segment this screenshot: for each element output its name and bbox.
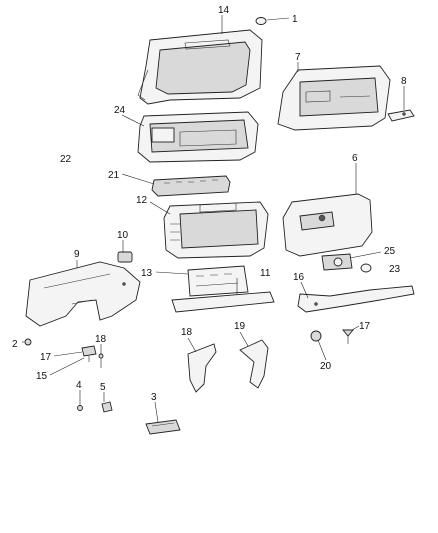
- part-5-clip: [101, 401, 113, 413]
- part-14-upper-bezel: [137, 29, 263, 105]
- part-13-switch-panel: [187, 265, 249, 297]
- part-10-switch: [117, 251, 133, 263]
- part-18-pin: [98, 353, 104, 368]
- callout-7: 7: [295, 52, 301, 63]
- callout-17-right: 17: [359, 321, 371, 332]
- callout-12: 12: [136, 195, 148, 206]
- part-17-pushpin-right: [342, 329, 354, 344]
- callout-1: 1: [292, 14, 298, 25]
- callout-25: 25: [384, 246, 396, 257]
- callout-8: 8: [401, 76, 407, 87]
- callout-10: 10: [117, 230, 129, 241]
- callout-24: 23: [389, 264, 401, 275]
- callout-6: 6: [352, 153, 358, 164]
- part-18-side-panel: [187, 343, 217, 393]
- callout-18-center: 18: [181, 327, 193, 338]
- callout-5: 5: [100, 382, 106, 393]
- part-25-bezel: [321, 253, 353, 271]
- callout-22: 22: [60, 154, 72, 165]
- part-7-glovebox-bin: [277, 65, 391, 131]
- callout-4: 4: [76, 380, 82, 391]
- part-21-switch-strip: [151, 175, 231, 197]
- part-19-side-panel: [239, 339, 269, 389]
- callout-23: 20: [320, 361, 332, 372]
- callout-20: 24: [114, 105, 126, 116]
- callout-18-left: 18: [95, 334, 107, 345]
- callout-2: 2: [12, 339, 18, 350]
- callout-labels: 14 1 7 8 24 6 22 21 12 10 25 9 23 13 11 …: [12, 5, 407, 403]
- callout-16: 16: [293, 272, 305, 283]
- part-4-screw: [77, 405, 83, 411]
- callout-15: 15: [36, 371, 48, 382]
- callout-17-left: 17: [40, 352, 52, 363]
- part-16-lower-trim: [297, 285, 415, 313]
- part-6-glovebox-door: [282, 193, 373, 257]
- callout-13: 13: [141, 268, 153, 279]
- part-24-knob: [360, 263, 372, 273]
- part-3-bracket: [145, 419, 181, 435]
- part-9-lower-panel: [25, 261, 141, 327]
- part-2-screw: [24, 338, 32, 346]
- part-15-connector: [81, 345, 97, 362]
- callout-14: 14: [218, 5, 230, 16]
- callout-9: 9: [74, 249, 80, 260]
- callout-19: 19: [234, 321, 246, 332]
- part-8-bracket: [387, 109, 415, 122]
- callout-3: 3: [151, 392, 157, 403]
- leader-lines: [22, 15, 405, 423]
- callout-11: 11: [260, 268, 271, 279]
- part-1-clip: [255, 17, 267, 25]
- part-12-center-bezel: [163, 201, 269, 259]
- callout-21: 21: [108, 170, 120, 181]
- part-20-switch-bezel: [137, 111, 259, 163]
- part-11-trim-strip: [171, 291, 275, 313]
- part-23-clip: [310, 330, 322, 342]
